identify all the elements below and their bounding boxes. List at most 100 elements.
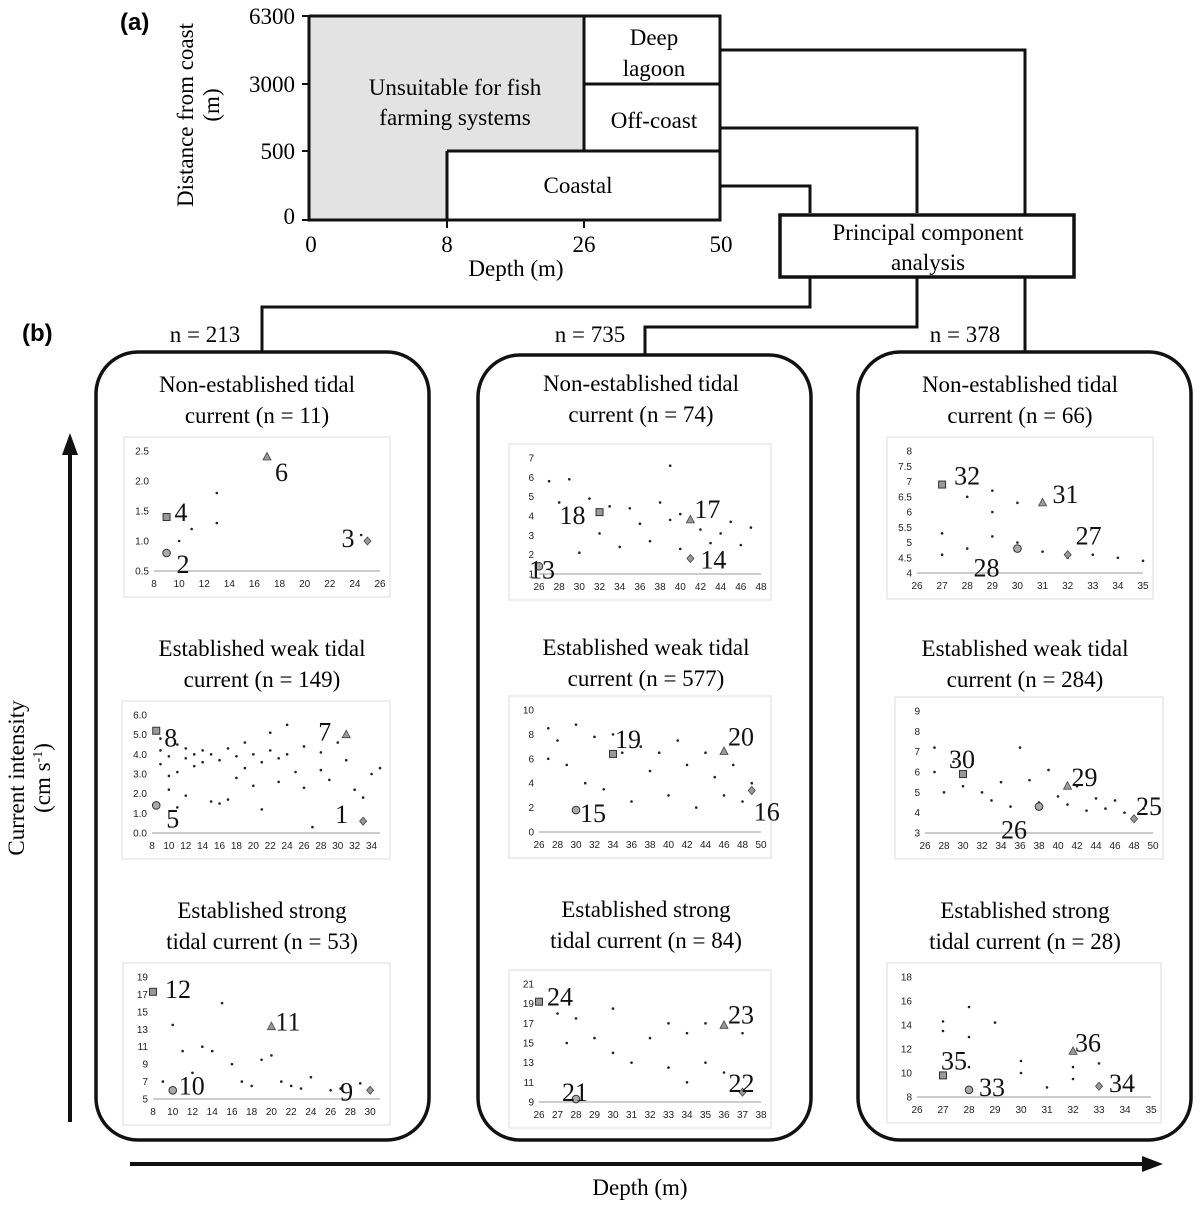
plot-y-tick-label: 5 [142, 1095, 148, 1106]
marker-number-label: 23 [728, 1000, 754, 1029]
marker-number-label: 28 [973, 554, 999, 583]
y-tick-500: 500 [261, 139, 296, 164]
plot-x-tick-label: 46 [735, 582, 747, 593]
plot-x-tick-label: 30 [1012, 581, 1024, 592]
plot-y-tick-label: 10 [523, 706, 535, 717]
data-point [240, 1080, 244, 1083]
data-point [620, 751, 624, 754]
marker-circle [151, 801, 161, 810]
data-point [1041, 550, 1044, 553]
plot-y-tick-label: 1.0 [133, 809, 147, 820]
data-point [192, 764, 196, 768]
unsuitable-label-line1: Unsuitable for fish [369, 75, 542, 100]
marker-square [959, 770, 967, 779]
marker-triangle [719, 746, 729, 755]
plot-x-tick-label: 37 [737, 1110, 749, 1121]
plot-y-tick-label: 6 [906, 508, 912, 519]
plot-x-tick-label: 14 [207, 1107, 219, 1118]
data-point [1018, 746, 1022, 749]
data-point [593, 735, 596, 739]
y-tick-3000: 3000 [249, 72, 295, 97]
data-point [359, 533, 363, 537]
data-point [578, 551, 581, 555]
group-title: Established weak tidal [922, 636, 1129, 661]
data-point [176, 743, 179, 746]
data-point [611, 733, 615, 736]
plot-y-tick-label: 4 [906, 569, 912, 580]
plot-x-tick-label: 50 [1147, 841, 1159, 852]
data-point [667, 794, 670, 797]
plot-x-tick-label: 50 [755, 840, 767, 851]
plot-y-tick-label: 18 [901, 973, 913, 984]
data-point [685, 763, 689, 767]
plot-x-tick-label: 40 [675, 582, 687, 593]
plot-x-tick-label: 42 [695, 582, 707, 593]
data-point [167, 788, 171, 792]
plot-x-tick-label: 22 [324, 579, 336, 590]
plot-y-tick-label: 12 [901, 1045, 913, 1056]
plot-x-tick-label: 38 [755, 1110, 767, 1121]
plot-y-tick-label: 19 [137, 973, 149, 984]
data-point [299, 1087, 303, 1090]
panel2-n-label: n = 735 [555, 322, 625, 347]
data-point [967, 1065, 971, 1069]
data-point [1071, 1065, 1075, 1069]
data-point [685, 1081, 689, 1084]
marker-circle [1034, 802, 1044, 811]
zone-diagram: Unsuitable for fish farming systems Deep… [173, 4, 733, 281]
unsuitable-label-line2: farming systems [379, 105, 530, 130]
plot-x-tick-label: 28 [963, 1105, 975, 1116]
data-point [329, 1088, 332, 1092]
data-point [648, 769, 652, 773]
data-point [952, 760, 955, 764]
plot-x-tick-label: 33 [1093, 1105, 1105, 1116]
plot-x-tick-label: 32 [349, 841, 361, 852]
plot-frame [894, 696, 1164, 860]
data-point [741, 1031, 744, 1035]
plot-x-tick-label: 28 [315, 841, 327, 852]
plot-y-tick-label: 1 [528, 570, 534, 581]
plot-y-tick-label: 15 [523, 1039, 535, 1050]
data-point [678, 512, 682, 516]
data-point [991, 535, 994, 538]
data-point [302, 786, 306, 790]
plot-x-tick-label: 44 [700, 840, 712, 851]
marker-triangle [1037, 497, 1048, 507]
group-title: Established strong [940, 898, 1110, 923]
marker-number-label: 13 [529, 555, 555, 584]
plot-y-tick-label: 7 [906, 477, 912, 488]
data-point [639, 745, 643, 748]
marker-number-label: 29 [1072, 763, 1098, 792]
marker-square [939, 1071, 947, 1080]
plot-x-tick-label: 28 [962, 581, 974, 592]
plot-y-tick-label: 11 [524, 1078, 535, 1089]
data-point [658, 501, 662, 504]
plot-y-tick-label: 21 [523, 980, 535, 991]
data-point [991, 510, 994, 514]
offcoast-label: Off-coast [611, 108, 698, 133]
data-point [1016, 501, 1019, 505]
marker-number-label: 19 [615, 725, 641, 754]
plot-x-tick-label: 26 [533, 1110, 545, 1121]
data-point [567, 477, 571, 481]
data-point [547, 479, 551, 483]
marker-number-label: 2 [177, 550, 190, 579]
data-point [940, 553, 944, 556]
plot-y-tick-label: 3 [914, 829, 920, 840]
marker-number-label: 25 [1136, 792, 1162, 821]
plot-y-tick-label: 5 [528, 492, 534, 503]
y-tick-0: 0 [284, 204, 296, 229]
plot-x-tick-label: 31 [1037, 581, 1049, 592]
plot-x-tick-label: 46 [1109, 841, 1121, 852]
plot-y-tick-label: 9 [914, 707, 920, 718]
panel-box-deep-lagoon [856, 350, 1193, 1142]
plot-x-tick-label: 30 [607, 1110, 619, 1121]
data-point [667, 1066, 670, 1069]
plot-x-tick-label: 8 [149, 841, 155, 852]
plot-x-tick-label: 30 [1015, 1105, 1027, 1116]
data-point [243, 741, 247, 744]
group-title: tidal current (n = 28) [929, 929, 1121, 954]
top-y-axis-label-line2: (m) [199, 88, 224, 121]
